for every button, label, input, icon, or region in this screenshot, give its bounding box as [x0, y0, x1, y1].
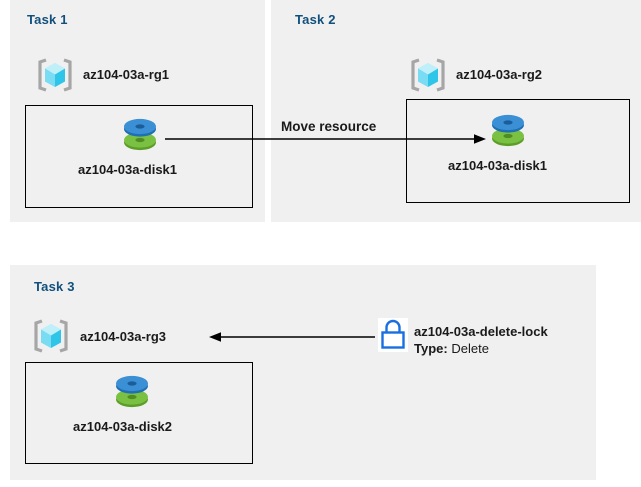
disk-label-disk1-task2: az104-03a-disk1 [448, 158, 548, 173]
resource-group-label-rg3: az104-03a-rg3 [80, 329, 166, 344]
lock-scope-arrow [207, 329, 375, 347]
panel-task-3 [10, 265, 596, 480]
resource-group-icon [36, 56, 74, 94]
lock-type-value: Delete [451, 341, 489, 356]
panel-task-3-title: Task 3 [34, 279, 75, 294]
resource-group-label-rg2: az104-03a-rg2 [456, 67, 542, 82]
panel-task-1 [10, 0, 265, 222]
resource-group-scope-box-task-1 [25, 105, 253, 208]
move-resource-label: Move resource [281, 119, 377, 134]
panel-task-1-title: Task 1 [27, 12, 68, 27]
disk-icon [110, 371, 154, 413]
move-resource-arrow [165, 130, 490, 150]
disk-icon [118, 114, 162, 156]
disk-icon [486, 110, 530, 152]
disk-label-disk2-task3: az104-03a-disk2 [73, 419, 173, 434]
resource-group-icon [32, 317, 70, 355]
lock-name-label: az104-03a-delete-lock [414, 324, 548, 339]
resource-group-scope-box-task-2 [406, 99, 630, 203]
panel-task-2-title: Task 2 [295, 12, 336, 27]
lock-icon [378, 318, 408, 352]
resource-group-scope-box-task-3 [25, 362, 253, 464]
resource-group-label-rg1: az104-03a-rg1 [83, 67, 169, 82]
resource-group-icon [409, 56, 447, 94]
disk-label-disk1-task1: az104-03a-disk1 [78, 162, 178, 177]
lock-type-key: Type: [414, 341, 448, 356]
panel-task-2 [271, 0, 641, 222]
lock-type-row: Type: Delete [414, 341, 489, 356]
